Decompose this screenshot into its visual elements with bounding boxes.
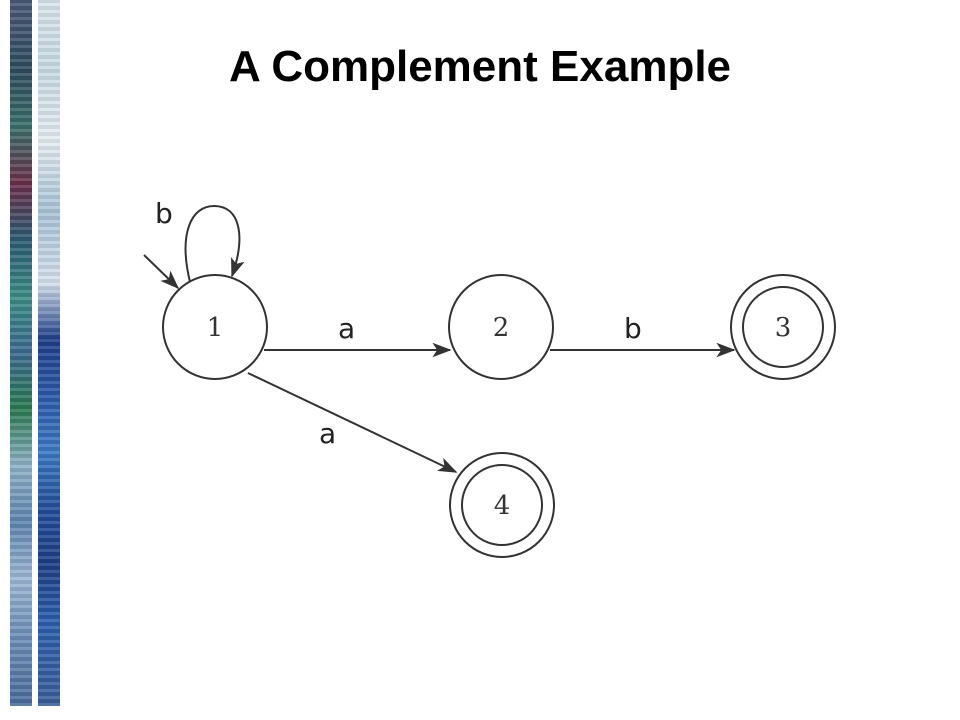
state-2: 2 xyxy=(448,274,554,380)
state-label-1: 1 xyxy=(207,313,224,343)
state-4: 4 xyxy=(449,452,555,558)
edge-label-1-1: b xyxy=(155,197,173,230)
edge-label-2-3: b xyxy=(624,312,642,345)
state-label-3: 3 xyxy=(775,313,792,343)
edge-label-1-4: a xyxy=(319,417,336,450)
edge-label-1-2: a xyxy=(338,312,355,345)
slide-title: A Complement Example xyxy=(228,42,732,91)
state-label-4: 4 xyxy=(494,491,511,521)
edge-1-4 xyxy=(247,372,458,473)
state-label-2: 2 xyxy=(493,313,510,343)
decorative-strip-light xyxy=(38,0,60,706)
state-3: 3 xyxy=(730,274,836,380)
edge-1-1 xyxy=(184,204,245,283)
start-arrow xyxy=(143,254,180,290)
state-1: 1 xyxy=(162,274,268,380)
decorative-strip-dark xyxy=(10,0,32,706)
